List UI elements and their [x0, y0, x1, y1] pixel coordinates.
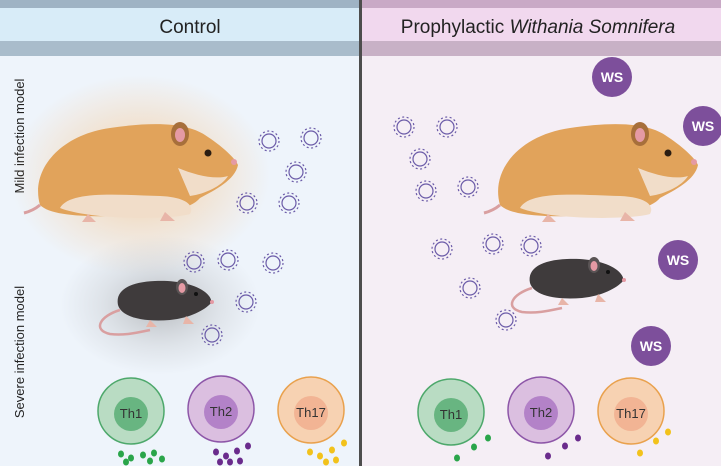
- virus-icon: [236, 192, 258, 214]
- control-header-topbar: [0, 0, 361, 8]
- virus-group-control: [183, 127, 322, 346]
- cytokines-th17-control: [307, 439, 347, 466]
- virus-icon: [201, 324, 223, 346]
- virus-icon: [235, 291, 257, 313]
- virus-icon: [300, 127, 322, 149]
- virus-group-treated: [393, 116, 542, 331]
- control-header-bottombar: [0, 41, 361, 56]
- ws-badge-1: WS: [592, 57, 632, 97]
- ws-badge-2: WS: [683, 106, 721, 146]
- th2-cell-control: Th2: [187, 375, 255, 443]
- svg-text:WS: WS: [601, 69, 624, 85]
- svg-text:Th1: Th1: [440, 407, 462, 422]
- control-title: Control: [159, 17, 220, 38]
- control-header-band: [0, 8, 361, 41]
- treatment-header-bottombar: [361, 41, 721, 56]
- cytokines-th2-treated: [545, 434, 581, 460]
- virus-icon: [457, 176, 479, 198]
- cytokines-th17-treated: [637, 428, 671, 457]
- virus-icon: [285, 161, 307, 183]
- cytokines-th1-treated: [454, 434, 491, 462]
- virus-icon: [262, 252, 284, 274]
- virus-icon: [217, 249, 239, 271]
- mouse-illustration: [98, 279, 214, 336]
- th2-cell-treated: Th2: [507, 376, 575, 444]
- ws-badge-3: WS: [658, 240, 698, 280]
- cytokines-th2-control: [213, 442, 251, 466]
- svg-text:Th1: Th1: [120, 406, 142, 421]
- th1-cell-control: Th1: [97, 377, 165, 445]
- svg-text:WS: WS: [692, 118, 715, 134]
- severe-model-label: Severe infection model: [12, 286, 27, 418]
- panel-divider: [359, 0, 362, 466]
- virus-icon: [278, 192, 300, 214]
- svg-text:Th2: Th2: [210, 404, 232, 419]
- svg-text:WS: WS: [667, 252, 690, 268]
- svg-text:WS: WS: [640, 338, 663, 354]
- treatment-header-band: [361, 8, 721, 41]
- svg-text:Th17: Th17: [296, 405, 326, 420]
- virus-icon: [409, 148, 431, 170]
- treatment-header-topbar: [361, 0, 721, 8]
- th1-cell-treated: Th1: [417, 378, 485, 446]
- virus-icon: [431, 238, 453, 260]
- virus-icon: [482, 233, 504, 255]
- virus-icon: [459, 277, 481, 299]
- cytokines-th1-control: [118, 449, 165, 466]
- th17-cell-control: Th17: [277, 376, 345, 444]
- virus-icon: [183, 251, 205, 273]
- treatment-title: Prophylactic Withania Somnifera: [401, 17, 675, 38]
- svg-text:Th17: Th17: [616, 406, 646, 421]
- virus-icon: [393, 116, 415, 138]
- virus-icon: [520, 235, 542, 257]
- th17-cell-treated: Th17: [597, 377, 665, 445]
- virus-icon: [495, 309, 517, 331]
- virus-icon: [415, 180, 437, 202]
- hamster-illustration: [23, 122, 238, 222]
- svg-text:Th2: Th2: [530, 405, 552, 420]
- virus-icon: [436, 116, 458, 138]
- ws-badge-4: WS: [631, 326, 671, 366]
- virus-icon: [258, 130, 280, 152]
